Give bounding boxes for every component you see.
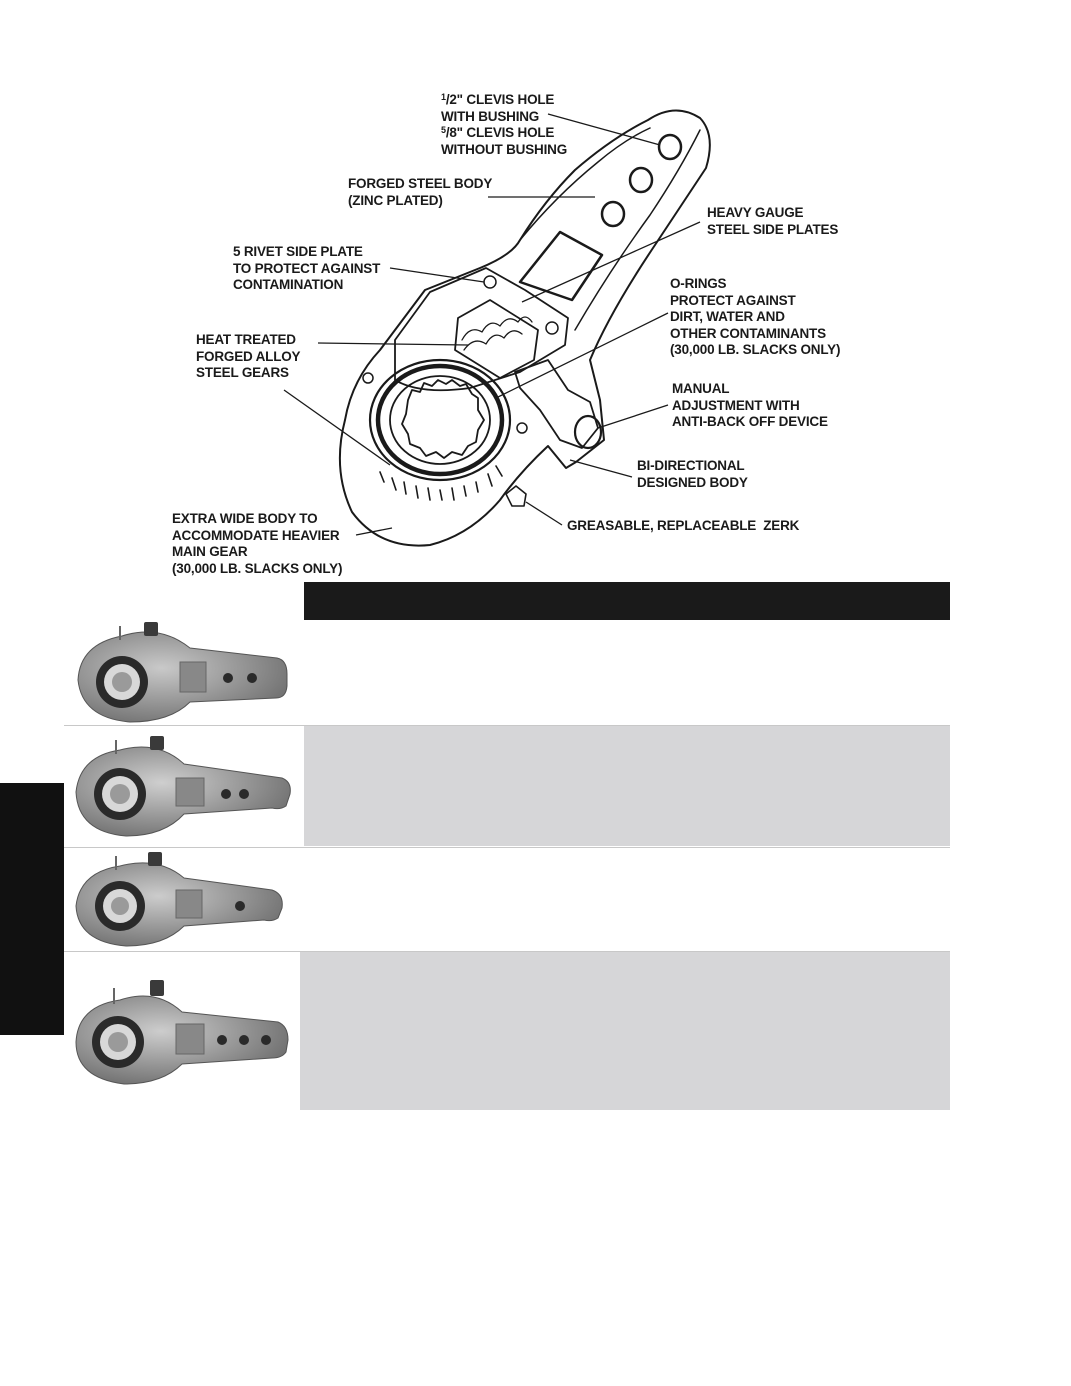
worm-housing [454, 299, 539, 379]
leader-wide-body [355, 527, 393, 536]
callout-clevis-hole-line2: WITH BUSHING [441, 108, 540, 124]
callout-gears: HEAT TREATED FORGED ALLOY STEEL GEARS [196, 332, 301, 381]
callout-clevis-hole-num2: 5 [441, 125, 446, 136]
leader-clevis [547, 113, 661, 146]
callout-clevis-hole: 1/2" CLEVIS HOLE WITH BUSHING 5/8" CLEVI… [441, 92, 567, 158]
table-header-bar [304, 582, 950, 620]
zerk-fitting [505, 485, 527, 507]
gear-ring-oring [375, 363, 505, 477]
gear-teeth [379, 465, 503, 501]
callout-rivet-plate: 5 RIVET SIDE PLATE TO PROTECT AGAINST CO… [233, 244, 381, 293]
table-row-4-band [300, 952, 950, 1110]
leader-zerk [525, 501, 563, 526]
leader-bidirectional [569, 459, 633, 478]
rivet-3 [362, 372, 374, 384]
product-image-three-hole [75, 980, 289, 1085]
leader-gears-teeth [283, 389, 391, 466]
rivet-2 [545, 321, 559, 335]
table-row-1-band [304, 620, 950, 724]
worm-coils [461, 316, 533, 351]
clevis-hole-mid [628, 166, 654, 194]
callout-zerk: GREASABLE, REPLACEABLE ZERK [567, 518, 800, 533]
adjuster-body-outline [338, 109, 711, 547]
leader-o-rings [495, 312, 669, 399]
adjustment-nut [573, 414, 603, 450]
leader-rivet [389, 267, 485, 283]
product-image-two-hole [77, 622, 288, 723]
callout-o-rings: O-RINGS PROTECT AGAINST DIRT, WATER AND … [670, 276, 841, 358]
callout-clevis-hole-line3: /8" CLEVIS HOLE [445, 125, 555, 141]
callout-manual-adjust: MANUAL ADJUSTMENT WITH ANTI-BACK OFF DEV… [672, 381, 828, 430]
arm-ridge-lower [574, 129, 701, 331]
gear-ring-outer [368, 358, 512, 482]
gear-ring-inner [389, 375, 491, 465]
product-image-one-hole [75, 852, 283, 947]
rivet-1 [483, 275, 497, 289]
arm-window [518, 230, 604, 302]
worm-shaft [514, 359, 599, 449]
row-divider-2 [64, 847, 950, 848]
callout-forged-body: FORGED STEEL BODY (ZINC PLATED) [348, 176, 493, 208]
clevis-hole-top [657, 133, 683, 161]
product-image-two-hole-long-arm [75, 736, 291, 837]
rivet-4 [516, 422, 528, 434]
section-side-tab [0, 783, 64, 1035]
clevis-hole-low [600, 200, 626, 228]
row-divider-1 [64, 725, 950, 726]
leader-manual [597, 404, 669, 429]
callout-clevis-hole-line4: WITHOUT BUSHING [441, 141, 567, 157]
callout-clevis-hole-num1: 1 [441, 92, 446, 102]
table-row-2-band [304, 726, 950, 846]
leader-side-plates [521, 221, 701, 303]
table-row-3-band [304, 848, 950, 950]
spline-bore [401, 379, 485, 459]
callout-wide-body: EXTRA WIDE BODY TO ACCOMMODATE HEAVIER M… [172, 511, 343, 576]
callout-side-plates: HEAVY GAUGE STEEL SIDE PLATES [707, 205, 839, 237]
row-divider-3 [64, 951, 950, 952]
leader-gears [317, 342, 469, 346]
slack-adjuster-diagram [283, 109, 711, 547]
callout-bi-directional: BI-DIRECTIONAL DESIGNED BODY [637, 458, 748, 490]
callout-clevis-hole-line1: /2" CLEVIS HOLE [445, 92, 555, 107]
